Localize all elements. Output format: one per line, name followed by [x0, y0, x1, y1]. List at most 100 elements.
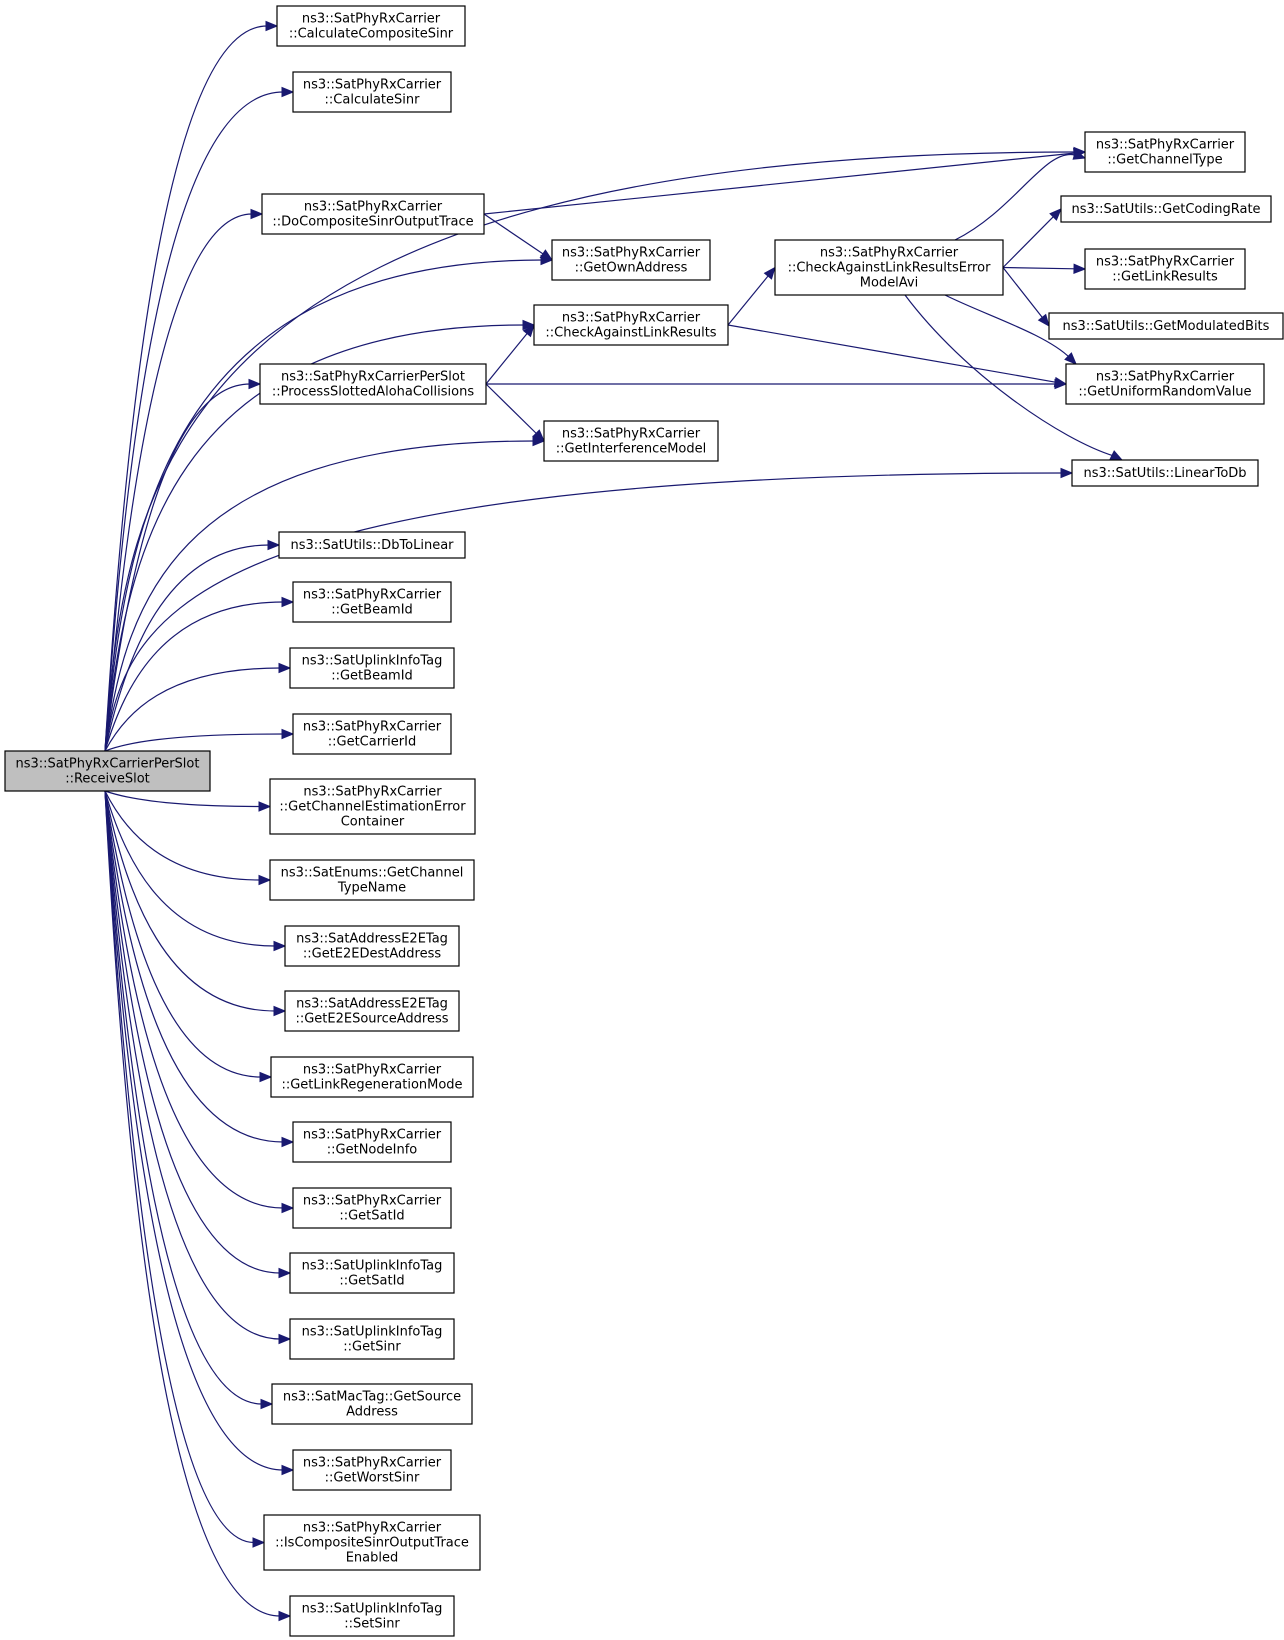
edge-line [104, 667, 281, 752]
node-label-line: ns3::SatPhyRxCarrier [562, 311, 701, 326]
node-lineartodb[interactable]: ns3::SatUtils::LinearToDb [1071, 459, 1259, 487]
edge-arrowhead [278, 1333, 292, 1345]
edge-arrowhead [539, 249, 554, 261]
node-label-line: ns3::SatPhyRxCarrier [303, 1128, 442, 1143]
edge-root-to-getsrcaddr [104, 790, 274, 1410]
node-box [289, 1595, 455, 1637]
node-label-line: ::GetInterferenceModel [556, 442, 707, 457]
edge-arrowhead [273, 940, 287, 952]
node-dbtolinear[interactable]: ns3::SatUtils::DbToLinear [278, 531, 466, 559]
edge-line [104, 25, 268, 752]
edge-root-to-calcsinr [104, 86, 295, 752]
node-label-line: ns3::SatUtils::GetModulatedBits [1063, 319, 1270, 334]
edge-line [944, 294, 1071, 359]
edge-arrowhead [1049, 208, 1062, 221]
node-setsinr[interactable]: ns3::SatUplinkInfoTag::SetSinr [289, 1595, 455, 1637]
node-label-line: ns3::SatPhyRxCarrier [303, 785, 442, 800]
node-label-line: ns3::SatPhyRxCarrier [562, 246, 701, 261]
edge-line [104, 472, 1063, 752]
node-label-line: ::GetSatId [339, 1274, 404, 1289]
edge-arrowhead [260, 1398, 274, 1410]
node-box [269, 859, 475, 901]
edge-arrowhead [522, 319, 536, 331]
edge-arrowhead [1037, 313, 1050, 328]
node-getlinkregen[interactable]: ns3::SatPhyRxCarrier::GetLinkRegeneratio… [270, 1056, 474, 1098]
edge-root-to-procaloha [104, 378, 262, 752]
node-getcoding[interactable]: ns3::SatUtils::GetCodingRate [1060, 195, 1272, 223]
node-getinterf[interactable]: ns3::SatPhyRxCarrier::GetInterferenceMod… [543, 420, 719, 462]
edge-arrowhead [278, 1610, 292, 1622]
node-iscomptrace[interactable]: ns3::SatPhyRxCarrier::IsCompositeSinrOut… [263, 1514, 481, 1571]
node-getsinr[interactable]: ns3::SatUplinkInfoTag::GetSinr [289, 1318, 455, 1360]
node-label-line: ::SetSinr [344, 1617, 400, 1632]
edge-root-to-getsatid1 [104, 790, 295, 1214]
edge-line [1002, 267, 1044, 319]
node-getchtype[interactable]: ns3::SatPhyRxCarrier::GetChannelType [1084, 131, 1246, 173]
edge-line [104, 324, 525, 752]
node-label-line: ::GetOwnAddress [575, 261, 688, 276]
edge-line [104, 790, 261, 881]
edge-arrowhead [267, 539, 281, 551]
node-getownaddr[interactable]: ns3::SatPhyRxCarrier::GetOwnAddress [551, 239, 711, 281]
node-getworst[interactable]: ns3::SatPhyRxCarrier::GetWorstSinr [292, 1449, 452, 1491]
edge-root-to-getchtypename [104, 790, 272, 886]
node-getbeamid1[interactable]: ns3::SatPhyRxCarrier::GetBeamId [292, 581, 452, 623]
node-label-line: ns3::SatPhyRxCarrier [1096, 138, 1235, 153]
edge-checkavi-to-getuniform [944, 294, 1077, 365]
edge-line [104, 790, 284, 1471]
node-label-line: ns3::SatMacTag::GetSource [283, 1390, 461, 1405]
node-label-line: ns3::SatPhyRxCarrier [820, 246, 959, 261]
node-label-line: Address [346, 1405, 398, 1420]
node-getsatid1[interactable]: ns3::SatPhyRxCarrier::GetSatId [292, 1187, 452, 1229]
node-getsatid2[interactable]: ns3::SatUplinkInfoTag::GetSatId [289, 1252, 455, 1294]
node-root[interactable]: ns3::SatPhyRxCarrierPerSlot::ReceiveSlot [4, 750, 211, 792]
node-procaloha[interactable]: ns3::SatPhyRxCarrierPerSlot::ProcessSlot… [259, 363, 487, 405]
edge-arrowhead [1109, 450, 1124, 461]
edge-procaloha-to-getuniform [486, 378, 1068, 390]
edge-line [104, 601, 284, 752]
edge-checkavi-to-getcoding [1002, 208, 1062, 268]
node-getlinkres[interactable]: ns3::SatPhyRxCarrier::GetLinkResults [1084, 248, 1246, 290]
node-checklink[interactable]: ns3::SatPhyRxCarrier::CheckAgainstLinkRe… [533, 304, 729, 346]
node-label-line: ns3::SatAddressE2ETag [296, 932, 448, 947]
node-getnodeinfo[interactable]: ns3::SatPhyRxCarrier::GetNodeInfo [292, 1121, 452, 1163]
node-docomptrace[interactable]: ns3::SatPhyRxCarrier::DoCompositeSinrOut… [261, 193, 485, 235]
edge-arrowhead [248, 378, 262, 390]
node-label-line: ns3::SatAddressE2ETag [296, 997, 448, 1012]
node-getbeamid2[interactable]: ns3::SatUplinkInfoTag::GetBeamId [289, 647, 455, 689]
edge-docomptrace-to-getchtype [483, 147, 1087, 215]
edge-line [1002, 215, 1055, 268]
node-label-line: ModelAvi [860, 276, 918, 291]
edge-line [485, 332, 529, 385]
node-getmodbits[interactable]: ns3::SatUtils::GetModulatedBits [1048, 312, 1284, 340]
node-checkavi[interactable]: ns3::SatPhyRxCarrier::CheckAgainstLinkRe… [774, 239, 1004, 296]
node-gete2edest[interactable]: ns3::SatAddressE2ETag::GetE2EDestAddress [284, 925, 460, 967]
edge-docomptrace-to-getownaddr [483, 213, 554, 261]
node-box [289, 1252, 455, 1294]
node-getuniform[interactable]: ns3::SatPhyRxCarrier::GetUniformRandomVa… [1065, 363, 1265, 405]
edge-arrowhead [250, 208, 264, 220]
node-label-line: ::GetLinkResults [1112, 270, 1218, 285]
node-calcsinr[interactable]: ns3::SatPhyRxCarrier::CalculateSinr [292, 71, 452, 113]
node-box [292, 1449, 452, 1491]
edge-line [104, 790, 276, 947]
node-label-line: ::GetSinr [343, 1340, 401, 1355]
edge-line [104, 151, 1076, 752]
node-label-line: ns3::SatPhyRxCarrierPerSlot [16, 757, 200, 772]
edge-root-to-setsinr [104, 790, 292, 1622]
node-getcarrierid[interactable]: ns3::SatPhyRxCarrier::GetCarrierId [292, 713, 452, 755]
node-getchesterr[interactable]: ns3::SatPhyRxCarrier::GetChannelEstimati… [269, 778, 476, 835]
edge-line [104, 790, 281, 1617]
node-box [1065, 363, 1265, 405]
edge-line [104, 259, 543, 752]
edge-root-to-getbeamid2 [104, 662, 292, 752]
node-label-line: ::CheckAgainstLinkResultsError [788, 261, 991, 276]
node-label-line: ns3::SatPhyRxCarrier [1096, 370, 1235, 385]
edge-arrowhead [763, 266, 776, 280]
node-label-line: ::DoCompositeSinrOutputTrace [272, 215, 473, 230]
node-calccompsinr[interactable]: ns3::SatPhyRxCarrier::CalculateComposite… [276, 5, 466, 47]
node-label-line: ns3::SatPhyRxCarrier [562, 427, 701, 442]
node-gete2esrc[interactable]: ns3::SatAddressE2ETag::GetE2ESourceAddre… [284, 990, 460, 1032]
